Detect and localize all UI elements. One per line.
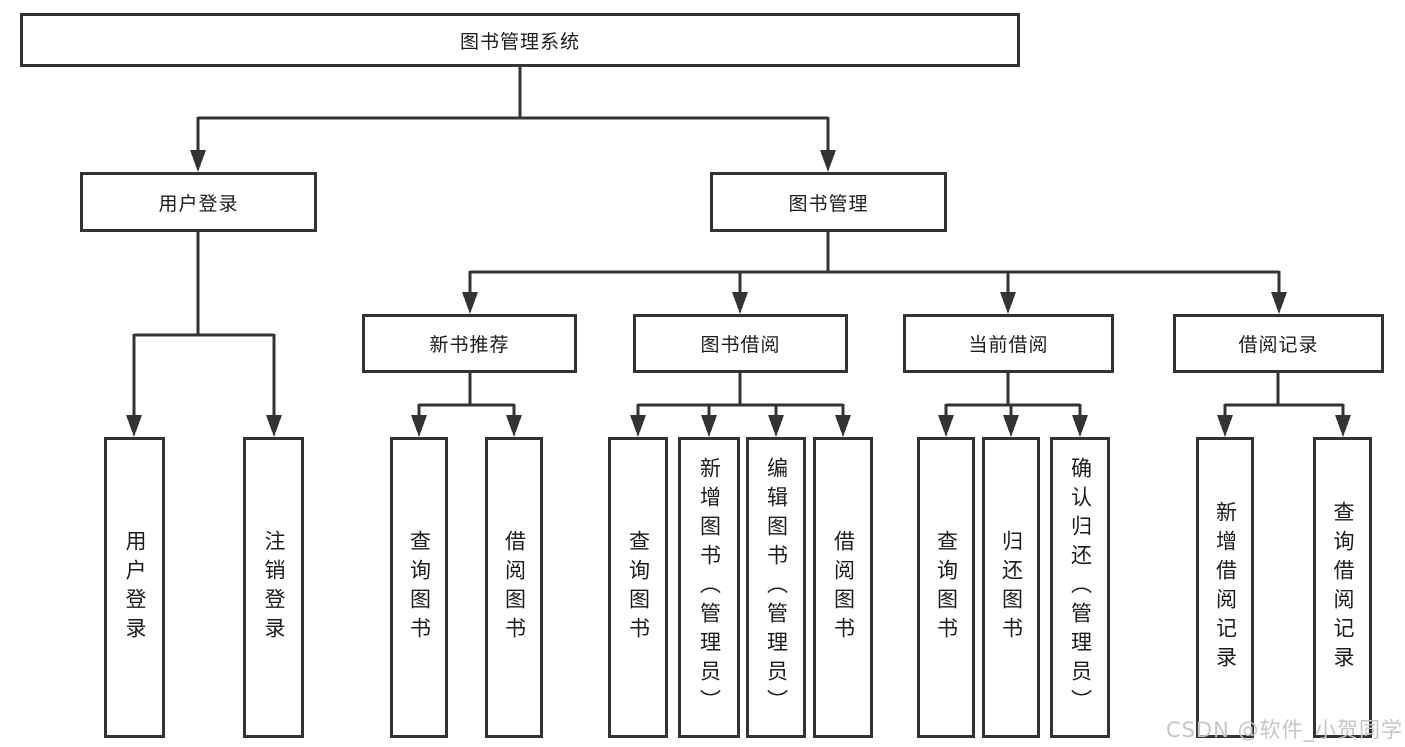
leaf-borrow-books-borrowing: 借阅图书	[813, 437, 873, 738]
node-new-book-recommend-label: 新书推荐	[429, 334, 510, 356]
leaf-logout-label: 注销登录	[262, 529, 286, 646]
leaf-query-borrow-record: 查询借阅记录	[1313, 437, 1372, 738]
leaf-query-books-recommend-label: 查询图书	[407, 529, 432, 646]
leaf-query-books-recommend: 查询图书	[390, 437, 448, 738]
leaf-add-book-admin-label: 新增图书（管理员）	[697, 457, 722, 718]
leaf-edit-book-admin: 编辑图书（管理员）	[746, 437, 806, 738]
watermark: CSDN @软件_小贺同学	[1165, 718, 1403, 742]
leaf-query-books-borrowing: 查询图书	[608, 437, 668, 738]
leaf-edit-book-admin-label: 编辑图书（管理员）	[764, 457, 789, 718]
node-borrowing-records-label: 借阅记录	[1238, 334, 1319, 356]
leaf-user-login-label: 用户登录	[123, 529, 147, 646]
leaf-borrow-books-recommend: 借阅图书	[485, 437, 543, 738]
leaf-borrow-books-recommend-label: 借阅图书	[502, 529, 527, 646]
node-user-login: 用户登录	[80, 172, 317, 232]
leaf-add-borrow-record-label: 新增借阅记录	[1213, 500, 1238, 675]
node-user-login-label: 用户登录	[158, 192, 239, 215]
node-new-book-recommend: 新书推荐	[362, 314, 577, 373]
leaf-logout: 注销登录	[243, 437, 304, 738]
leaf-confirm-return-admin-label: 确认归还（管理员）	[1068, 457, 1093, 718]
node-borrowing-records: 借阅记录	[1173, 314, 1384, 373]
leaf-query-books-borrowing-label: 查询图书	[626, 529, 651, 646]
node-root-label: 图书管理系统	[459, 30, 580, 53]
leaf-query-books-current: 查询图书	[917, 437, 975, 738]
leaf-return-books: 归还图书	[982, 437, 1040, 738]
node-current-borrowing: 当前借阅	[903, 314, 1114, 373]
leaf-add-book-admin: 新增图书（管理员）	[678, 437, 740, 738]
node-root: 图书管理系统	[20, 13, 1020, 67]
leaf-user-login: 用户登录	[104, 437, 165, 738]
leaf-query-borrow-record-label: 查询借阅记录	[1331, 500, 1355, 675]
node-book-borrowing-label: 图书借阅	[700, 334, 781, 356]
node-book-management-label: 图书管理	[788, 192, 869, 215]
leaf-query-books-current-label: 查询图书	[934, 529, 959, 646]
leaf-confirm-return-admin: 确认归还（管理员）	[1050, 437, 1110, 738]
leaf-borrow-books-borrowing-label: 借阅图书	[831, 529, 856, 646]
node-current-borrowing-label: 当前借阅	[968, 334, 1049, 356]
leaf-return-books-label: 归还图书	[999, 529, 1024, 646]
node-book-management: 图书管理	[710, 172, 947, 232]
node-book-borrowing: 图书借阅	[633, 314, 848, 373]
leaf-add-borrow-record: 新增借阅记录	[1196, 437, 1254, 738]
